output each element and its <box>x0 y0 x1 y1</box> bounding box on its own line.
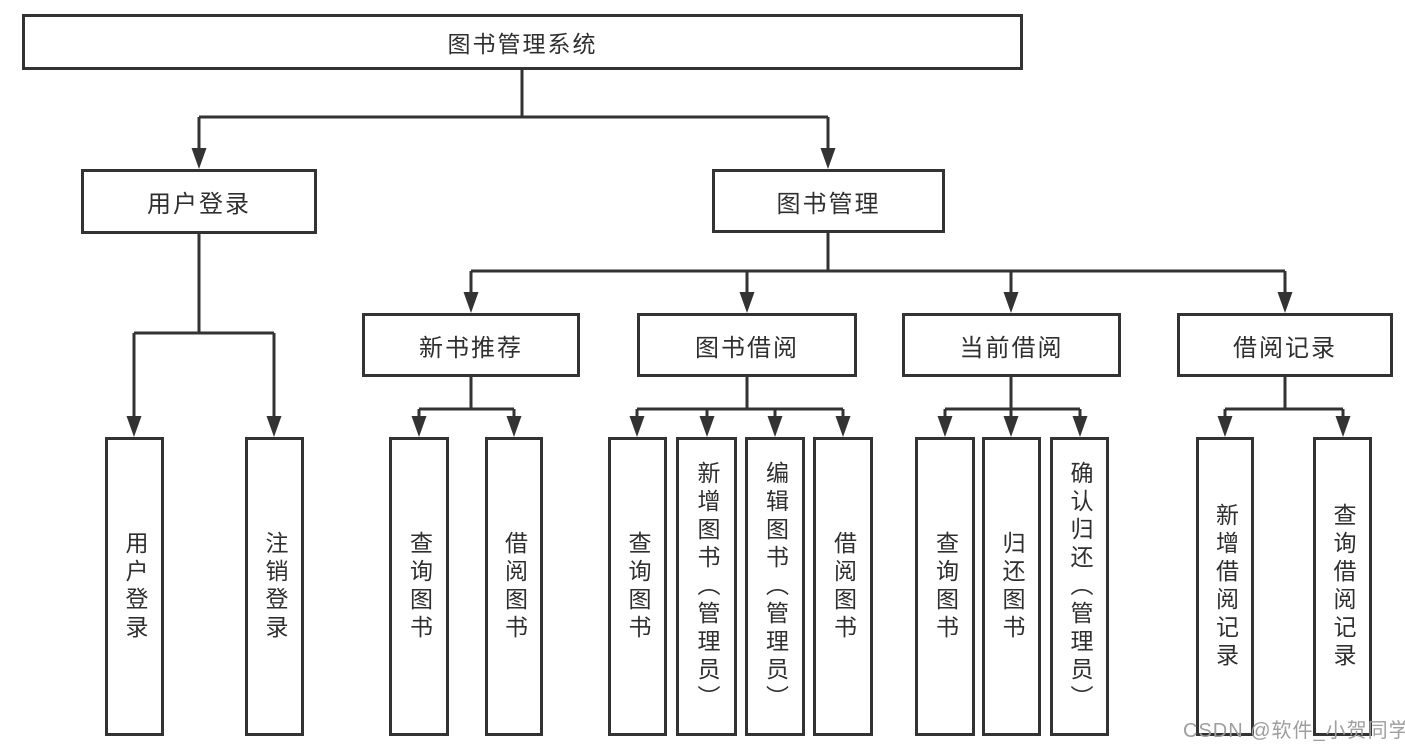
node-book-borrowing: 图书借阅 <box>637 313 857 377</box>
csdn-watermark: CSDN @软件_小贺同学 <box>1183 720 1405 742</box>
connector-arrowheads <box>126 148 1351 437</box>
leaf-label: 查询图书 <box>625 530 651 643</box>
node-label: 图书管理系统 <box>447 31 598 57</box>
node-label: 图书管理 <box>776 190 881 218</box>
leaf-label: 用户登录 <box>122 530 148 643</box>
leaf-user-login: 用户登录 <box>105 437 164 736</box>
leaf-label: 查询图书 <box>932 530 959 643</box>
leaf-query-books-borrow: 查询图书 <box>608 437 667 736</box>
leaf-query-books-current: 查询图书 <box>915 437 975 736</box>
node-book-management-module: 图书管理 <box>712 169 945 233</box>
node-current-borrowing: 当前借阅 <box>902 313 1121 377</box>
leaf-query-borrow-record: 查询借阅记录 <box>1313 437 1372 736</box>
node-library-management-system: 图书管理系统 <box>22 14 1023 70</box>
leaf-label: 归还图书 <box>999 530 1025 643</box>
node-user-login-module: 用户登录 <box>81 169 317 234</box>
leaf-confirm-return-admin: 确认归还（管理员） <box>1050 437 1109 736</box>
node-label: 新书推荐 <box>419 334 523 362</box>
leaf-label: 新增借阅记录 <box>1212 502 1239 671</box>
leaf-borrow-books-recommend: 借阅图书 <box>485 437 543 736</box>
leaf-label: 查询借阅记录 <box>1330 502 1356 671</box>
leaf-edit-books-admin: 编辑图书（管理员） <box>745 437 805 736</box>
leaf-label: 编辑图书（管理员） <box>762 460 789 713</box>
leaf-label: 查询图书 <box>406 530 433 643</box>
leaf-label: 借阅图书 <box>830 530 857 643</box>
node-borrowing-records: 借阅记录 <box>1177 313 1393 377</box>
leaf-query-books-recommend: 查询图书 <box>389 437 449 736</box>
node-new-book-recommendation: 新书推荐 <box>362 313 580 377</box>
leaf-add-borrow-record: 新增借阅记录 <box>1196 437 1254 736</box>
leaf-borrow-books: 借阅图书 <box>813 437 873 736</box>
leaf-label: 注销登录 <box>262 530 288 643</box>
leaf-label: 借阅图书 <box>501 530 528 643</box>
node-label: 图书借阅 <box>695 334 799 362</box>
node-label: 借阅记录 <box>1233 334 1337 362</box>
leaf-return-books: 归还图书 <box>982 437 1041 736</box>
leaf-label: 确认归还（管理员） <box>1067 460 1093 713</box>
leaf-logout: 注销登录 <box>245 437 304 736</box>
leaf-label: 新增图书（管理员） <box>694 460 720 713</box>
node-label: 当前借阅 <box>959 334 1064 362</box>
leaf-add-books-admin: 新增图书（管理员） <box>676 437 737 736</box>
node-label: 用户登录 <box>147 191 251 218</box>
